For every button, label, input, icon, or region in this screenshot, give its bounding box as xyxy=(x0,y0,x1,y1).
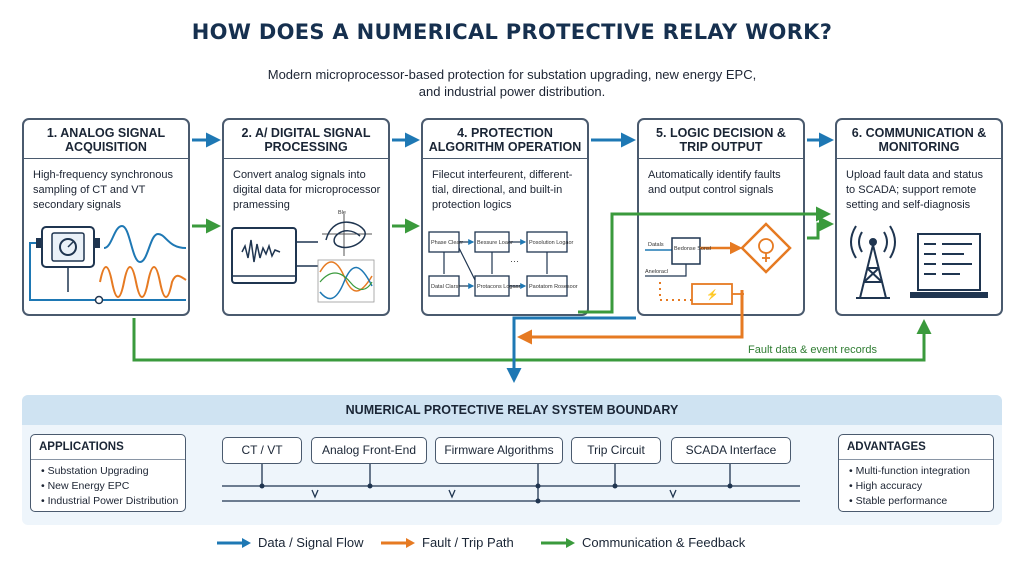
stage-description: Filecut interfeurent, different- tial, d… xyxy=(432,169,573,211)
legend-label: Communication & Feedback xyxy=(582,535,746,550)
stage-divider xyxy=(837,158,1001,159)
legend-item-data: Data / Signal Flow xyxy=(216,535,364,550)
list-item: Stable performance xyxy=(849,494,970,509)
legend-item-comm: Communication & Feedback xyxy=(540,535,745,550)
analog-waveform-blue xyxy=(103,224,187,264)
fault-records-label: Fault data & event records xyxy=(748,344,878,356)
algo-block-label: Phase Clearr xyxy=(431,240,463,246)
arrow-icon xyxy=(217,537,251,548)
stage-arrows xyxy=(192,132,834,240)
legend: Data / Signal Flow Fault / Trip Path Com… xyxy=(0,535,1024,557)
sine-plot xyxy=(317,259,375,303)
relay-symbol-icon: ⚡ xyxy=(706,288,718,301)
stage-divider xyxy=(224,158,388,159)
bus-junctions xyxy=(259,483,733,504)
stage-analog-acquisition: 1. ANALOG SIGNAL ACQUISITION High-freque… xyxy=(22,118,190,316)
stage-description: High-frequency synchronous sampling of C… xyxy=(33,169,174,211)
algo-block xyxy=(526,275,568,297)
plot-axis-label: Ble xyxy=(338,210,346,216)
ct-vt-sensor-icon xyxy=(29,226,186,305)
applications-list: Substation Upgrading New Energy EPC Indu… xyxy=(41,464,179,509)
page-title: HOW DOES A NUMERICAL PROTECTIVE RELAY WO… xyxy=(191,20,833,44)
advantages-box: ADVANTAGES Multi-function integration Hi… xyxy=(838,434,994,512)
divider xyxy=(31,459,185,460)
comm-feedback-line xyxy=(132,318,932,362)
fault-return-line xyxy=(517,290,744,345)
list-item: Substation Upgrading xyxy=(41,464,178,479)
chain-trip-circuit: Trip Circuit xyxy=(571,437,661,464)
divider xyxy=(839,459,993,460)
algo-block-label: Datal Clarst xyxy=(431,284,460,290)
list-item: High accuracy xyxy=(849,479,970,494)
algo-block-label: Bessure Loaor xyxy=(477,240,513,246)
stage-description: Upload fault data and status to SCADA; s… xyxy=(846,169,983,211)
algo-block-label: Protacons Logaar xyxy=(477,284,521,290)
page-subtitle: Modern microprocessor-based protection f… xyxy=(267,67,757,99)
legend-label: Fault / Trip Path xyxy=(422,535,514,550)
logic-label: Aneloracl xyxy=(645,269,668,275)
advantages-list: Multi-function integration High accuracy… xyxy=(849,464,970,509)
applications-title: APPLICATIONS xyxy=(39,441,124,453)
trip-relay-icon xyxy=(740,222,792,274)
stage-title: 2. A/ DIGITAL SIGNAL PROCESSING xyxy=(241,126,371,154)
arrow-comm xyxy=(807,216,834,240)
legend-item-fault: Fault / Trip Path xyxy=(380,535,514,550)
advantages-title: ADVANTAGES xyxy=(847,441,926,453)
trip-logic-diagram: ⚡ xyxy=(645,237,744,305)
stage-title: 4. PROTECTION ALGORITHM OPERATION xyxy=(428,126,582,154)
system-boundary-title: NUMERICAL PROTECTIVE RELAY SYSTEM BOUNDA… xyxy=(22,395,1002,425)
stage-title: 1. ANALOG SIGNAL ACQUISITION xyxy=(46,126,166,154)
logic-label: Datals xyxy=(648,242,664,248)
algo-block-label: Paotatom Rosesoor xyxy=(529,284,578,290)
chain-firmware-algorithms: Firmware Algorithms xyxy=(435,437,563,464)
analog-waveform-orange xyxy=(99,266,187,298)
phasor-plot: Ble xyxy=(322,210,372,256)
comm-logic-line xyxy=(578,206,831,314)
algorithm-flowchart xyxy=(428,231,568,297)
stage-description: Convert analog signals into digital data… xyxy=(233,169,381,211)
stage-title: 6. COMMUNICATION & MONITORING xyxy=(851,126,987,154)
chain-ct-vt: CT / VT xyxy=(222,437,302,464)
stage-description: Automatically identify faults and output… xyxy=(648,169,781,196)
stage-divider xyxy=(639,158,803,159)
stage-divider xyxy=(423,158,587,159)
algo-block-label: Posolution Logaor xyxy=(529,240,574,246)
system-bus-lines xyxy=(222,464,800,502)
scada-monitor-icon xyxy=(910,233,988,298)
list-item: Industrial Power Distribution xyxy=(41,494,179,509)
stage-logic-decision: 5. LOGIC DECISION & TRIP OUTPUT Automati… xyxy=(637,118,805,316)
applications-box: APPLICATIONS Substation Upgrading New En… xyxy=(30,434,186,512)
signal-processor-icon xyxy=(231,227,318,284)
legend-label: Data / Signal Flow xyxy=(258,535,364,550)
stage-title: 5. LOGIC DECISION & TRIP OUTPUT xyxy=(656,126,786,154)
data-return-line xyxy=(506,316,636,383)
arrow-icon xyxy=(541,537,575,548)
chain-analog-front-end: Analog Front-End xyxy=(311,437,427,464)
ellipsis: ··· xyxy=(510,256,519,266)
feedback-paths xyxy=(132,206,932,383)
antenna-tower-icon xyxy=(850,225,896,299)
list-item: New Energy EPC xyxy=(41,479,178,494)
algorithm-links xyxy=(443,239,548,289)
chain-scada-interface: SCADA Interface xyxy=(671,437,791,464)
list-item: Multi-function integration xyxy=(849,464,970,479)
arrow-icon xyxy=(381,537,415,548)
logic-label: Bedonse Sonsl xyxy=(674,246,711,252)
stage-divider xyxy=(24,158,188,159)
